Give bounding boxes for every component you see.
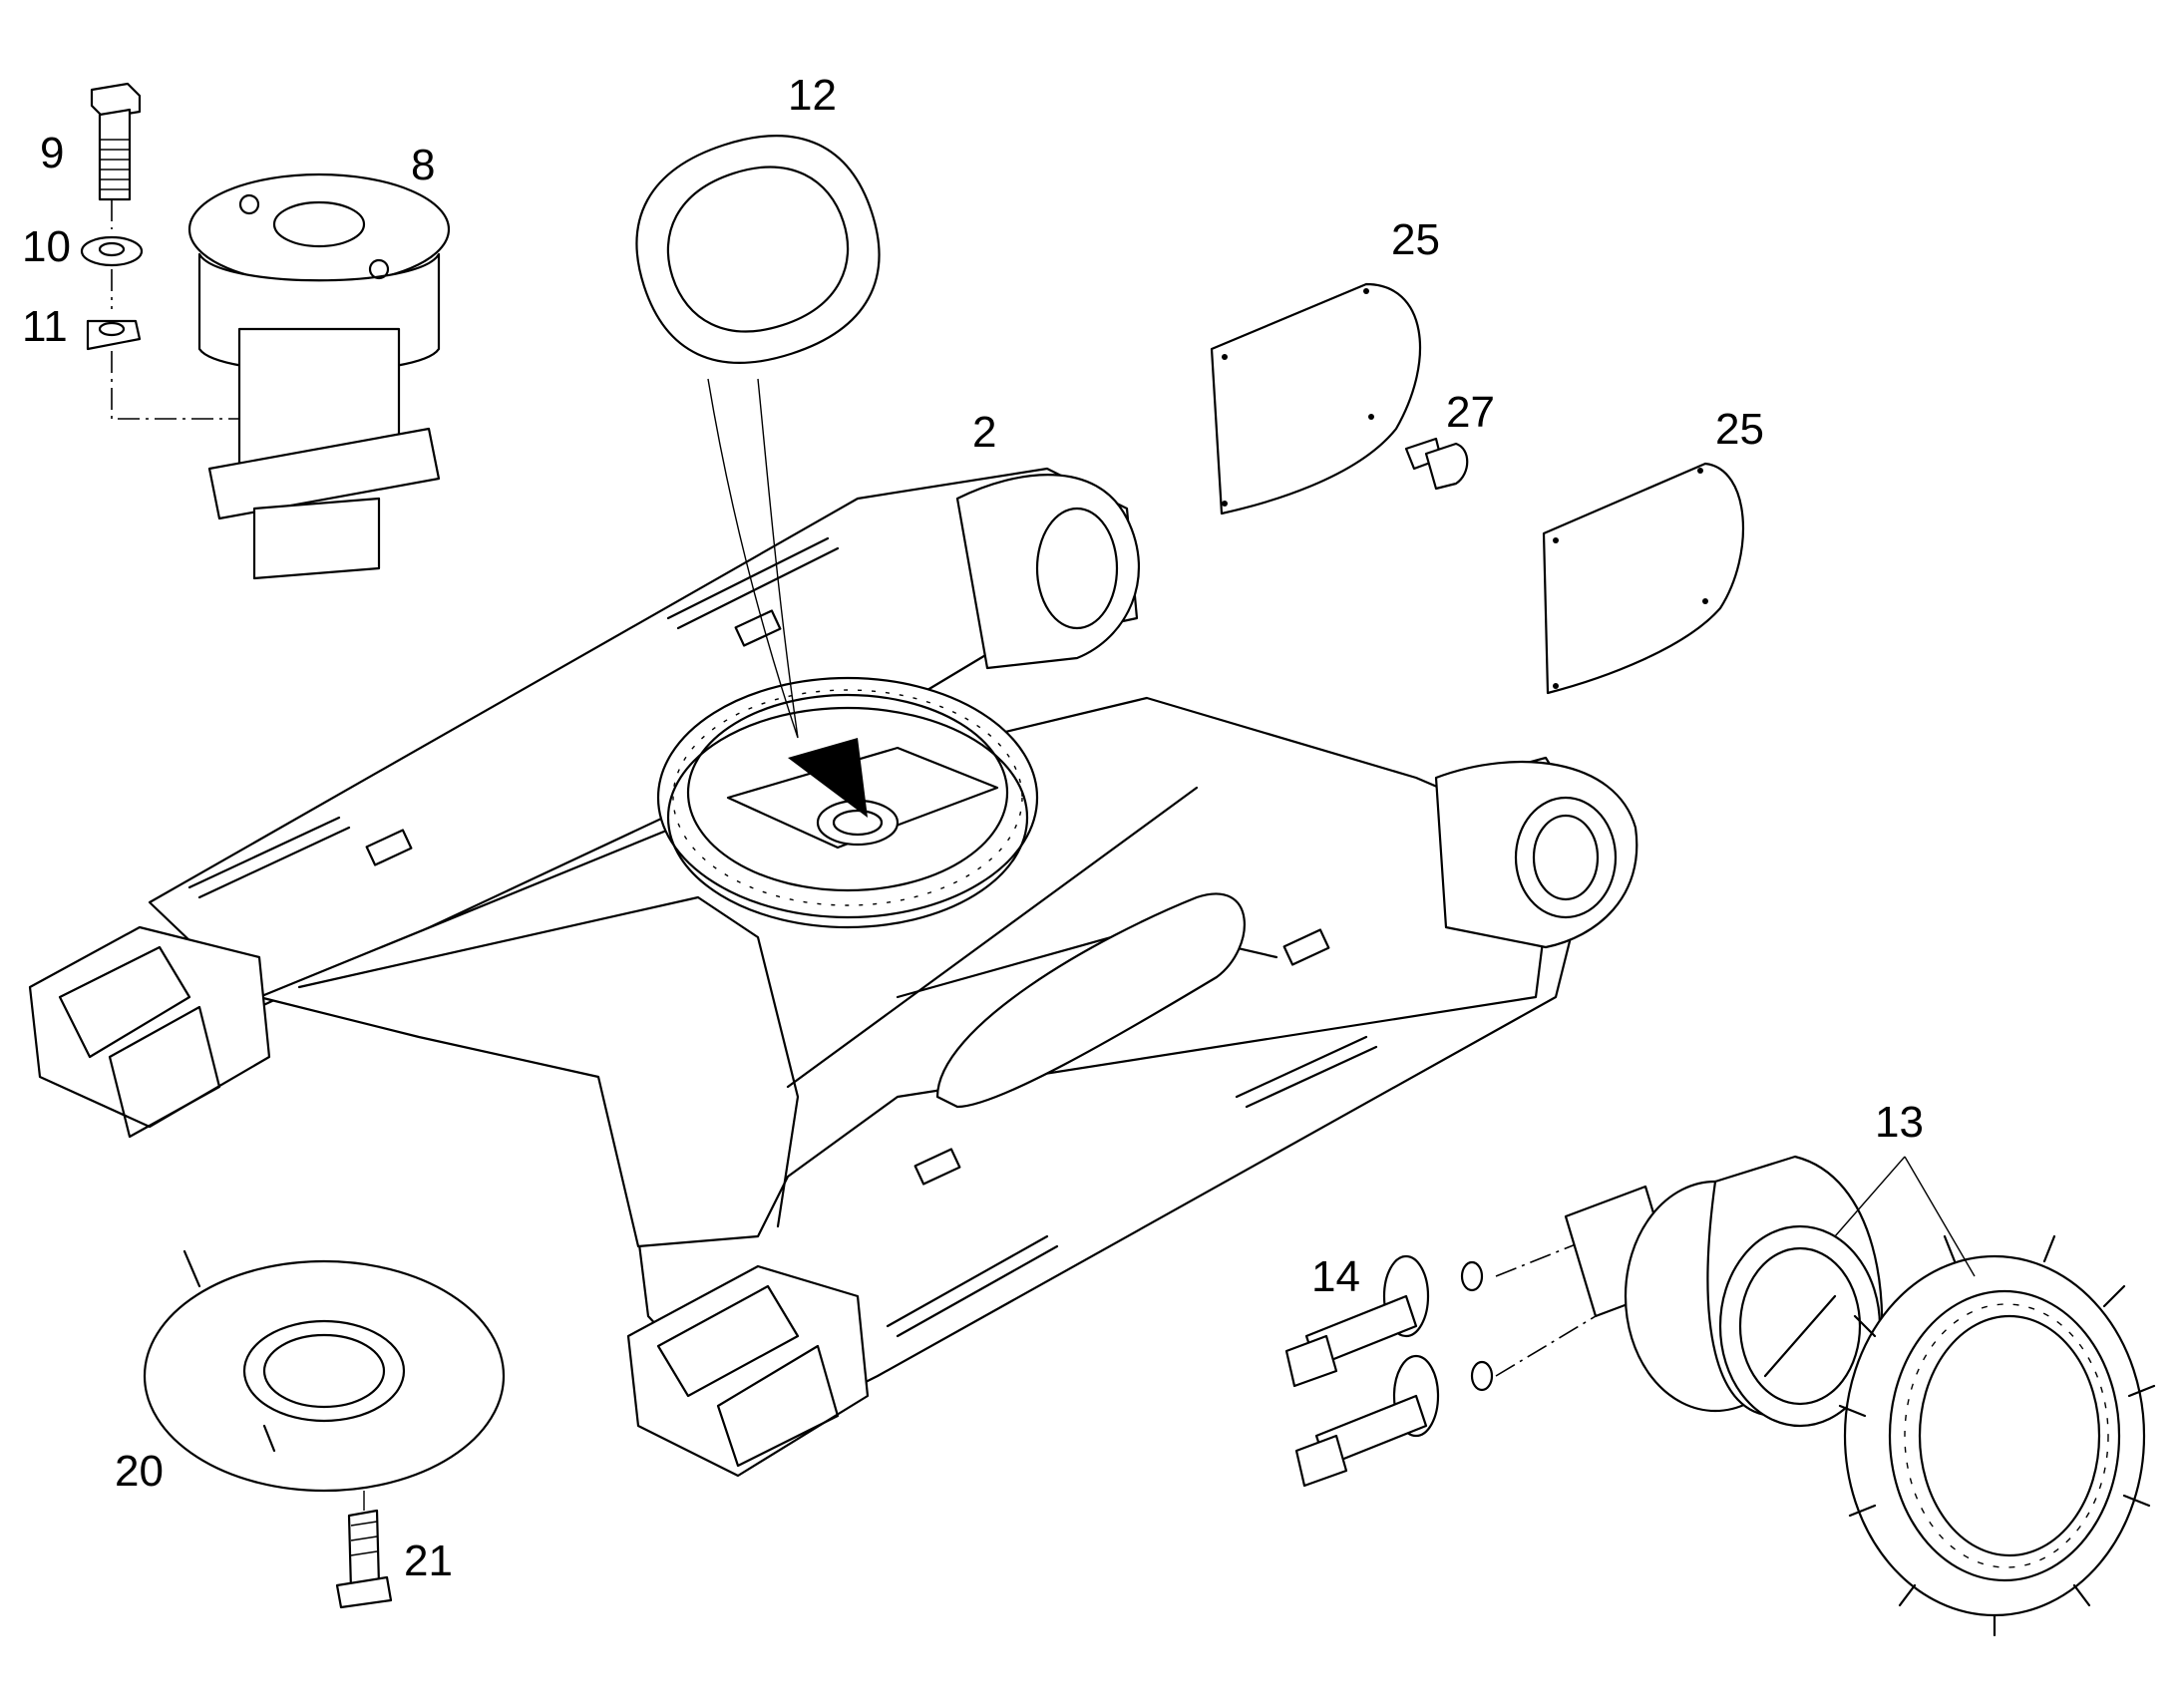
bolt-27 <box>1404 437 1469 491</box>
thrust-plate-20 <box>143 1249 506 1493</box>
hose-fitting-lower <box>1294 1354 1494 1488</box>
bolt-21 <box>335 1509 393 1609</box>
cover-plate-25b <box>1542 462 1745 695</box>
bolt-9 <box>90 82 142 201</box>
callout-12: 12 <box>788 71 837 120</box>
washer-10 <box>80 235 144 267</box>
travel-motor <box>1564 1155 1884 1428</box>
callout-2: 2 <box>972 408 996 457</box>
callout-25-lower: 25 <box>1715 405 1764 454</box>
callout-8: 8 <box>411 141 435 189</box>
callout-27: 27 <box>1446 388 1495 437</box>
undercarriage-frame <box>28 467 1638 1478</box>
leader-bolt-axis <box>111 199 239 420</box>
callout-14: 14 <box>1311 1252 1360 1301</box>
hose-fitting-upper <box>1284 1254 1484 1388</box>
callout-20: 20 <box>115 1447 164 1496</box>
callout-11: 11 <box>22 302 68 351</box>
callout-13: 13 <box>1875 1098 1924 1147</box>
callout-9: 9 <box>40 129 64 177</box>
callout-25-upper: 25 <box>1391 215 1440 264</box>
nut-11 <box>86 319 142 351</box>
sprocket <box>1838 1234 2156 1637</box>
leader-12 <box>707 378 799 739</box>
callout-21: 21 <box>404 1537 453 1585</box>
cover-plate-25a <box>1210 282 1422 515</box>
leader-13 <box>1834 1156 1976 1277</box>
swivel-joint <box>187 172 451 580</box>
seal-12 <box>635 135 881 364</box>
callout-10: 10 <box>22 222 71 271</box>
